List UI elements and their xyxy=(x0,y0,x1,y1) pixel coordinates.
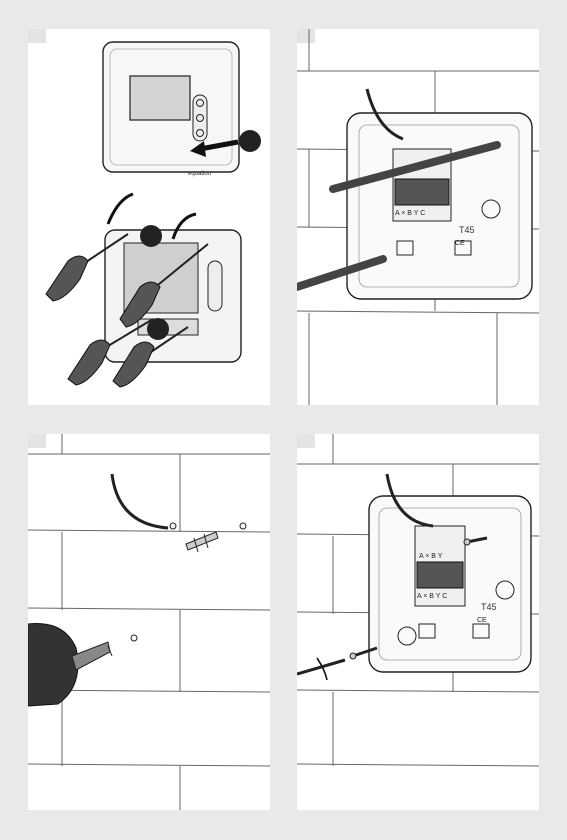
thermostat-base-icon: A × B Y C T45 CE xyxy=(347,113,532,299)
hole-mark-icon xyxy=(240,523,246,529)
step-panel-mark-holes: A × B Y C T45 CE xyxy=(297,29,539,405)
step-panel-remove-cover: equation xyxy=(28,29,270,405)
brand-label: equation xyxy=(188,171,211,177)
mark-holes-illustration: A × B Y C T45 CE xyxy=(297,29,539,405)
screw-base-illustration: A × B Y A × B Y C T45 CE xyxy=(297,434,539,810)
thermostat-base-icon: A × B Y A × B Y C T45 CE xyxy=(369,496,531,672)
screwdriver-icon xyxy=(297,658,345,680)
step-badge-icon xyxy=(140,225,162,247)
terminal-label: A × B Y xyxy=(419,553,443,560)
rotate-arrow-icon xyxy=(108,194,133,224)
thermostat-front-icon: equation xyxy=(103,42,239,177)
step-badge-icon xyxy=(239,130,261,152)
hole-mark-icon xyxy=(131,635,137,641)
remove-front-cover-illustration: equation xyxy=(28,29,270,405)
thermostat-base-icon xyxy=(105,230,241,362)
model-label: T45 xyxy=(481,602,497,612)
step-panel-drill xyxy=(28,434,270,810)
cable-icon xyxy=(112,474,168,528)
hole-mark-icon xyxy=(170,523,176,529)
wall-plug-icon xyxy=(186,532,218,552)
drill-icon xyxy=(28,624,112,707)
terminal-label: A × B Y C xyxy=(417,593,447,600)
brick-wall-icon xyxy=(28,434,270,810)
drill-and-plug-illustration xyxy=(28,434,270,810)
terminal-label: A × B Y C xyxy=(395,210,425,217)
model-label: T45 xyxy=(459,225,475,235)
ce-mark: CE xyxy=(477,617,487,624)
step-panel-screw-base: A × B Y A × B Y C T45 CE xyxy=(297,434,539,810)
